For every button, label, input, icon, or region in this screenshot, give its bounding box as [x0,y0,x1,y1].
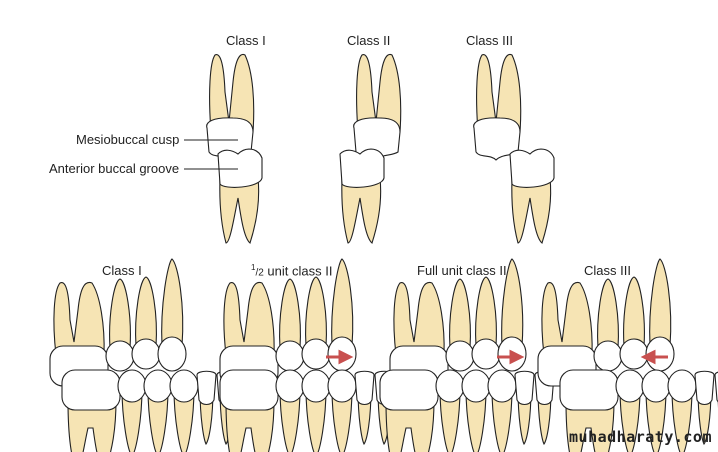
class-iii-molar-pair [473,53,555,244]
title-bottom-class-i: Class I [102,263,142,278]
title-class-iii: Class III [466,33,513,48]
label-anterior-buccal-groove: Anterior buccal groove [49,161,180,176]
arrow-left-icon [640,349,668,365]
class-i-molar-pair [184,53,263,244]
panel-class-i [50,259,236,452]
title-bottom-class-iii: Class III [584,263,631,278]
arrow-right-icon [497,349,525,365]
panel-half-unit-class-ii [220,259,394,452]
panel-class-iii [538,259,718,452]
fraction-denominator: /2 [255,267,264,279]
class-ii-molar-pair [339,53,402,244]
title-half-unit-class-ii: 1/2 unit class II [251,263,332,278]
watermark: muhadharaty.com [569,428,712,446]
title-full-unit-class-ii: Full unit class II [417,263,507,278]
fraction-numerator: 1 [251,263,256,272]
label-mesiobuccal-cusp: Mesiobuccal cusp [76,132,180,147]
title-class-i: Class I [226,33,266,48]
half-unit-label: unit class II [267,263,333,279]
panel-full-unit-class-ii [380,259,554,452]
arrow-right-icon [326,349,354,365]
title-class-ii: Class II [347,33,391,48]
